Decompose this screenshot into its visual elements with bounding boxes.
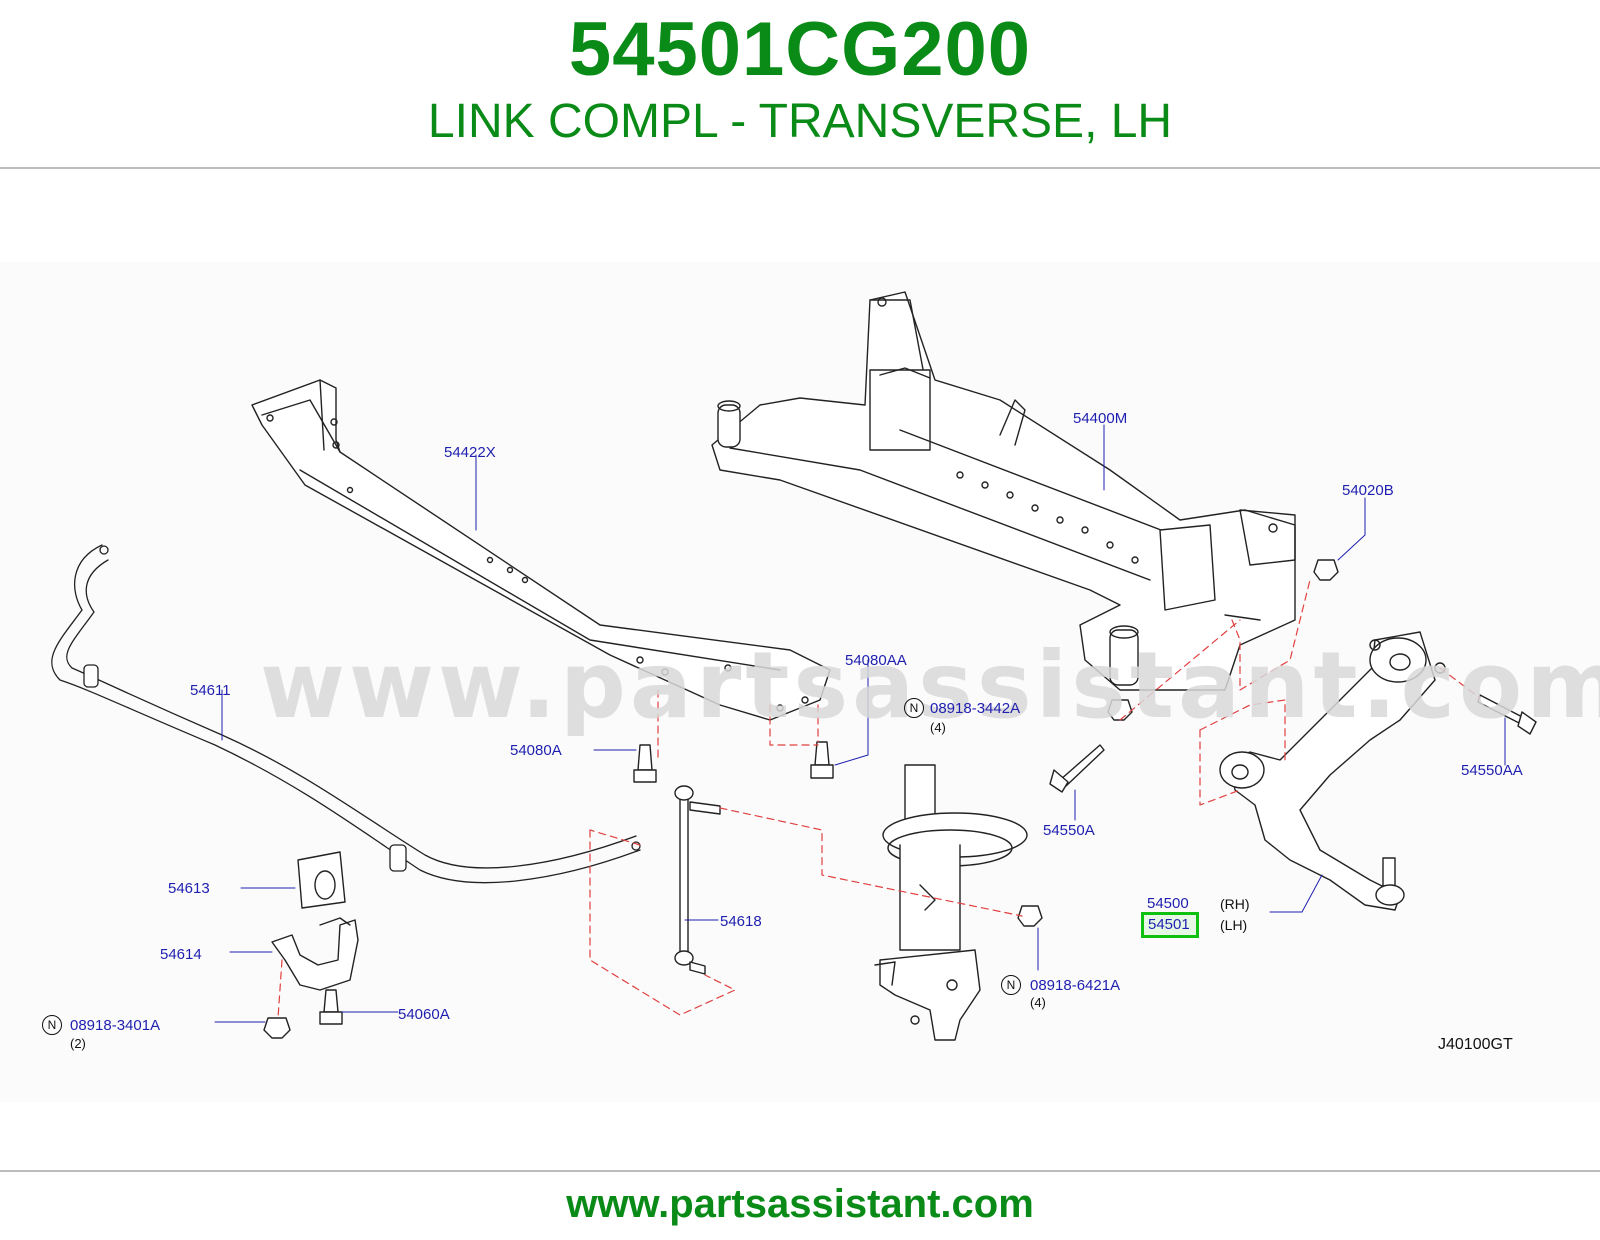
label-08918-3442A[interactable]: 08918-3442A: [930, 700, 1021, 717]
label-54501[interactable]: 54501: [1148, 916, 1190, 933]
label-54613[interactable]: 54613: [168, 880, 210, 897]
strut-drawing: [874, 764, 1028, 1041]
stabilizer-bar-drawing: [51, 544, 641, 884]
label-54500[interactable]: 54500: [1147, 895, 1189, 912]
label-54080A[interactable]: 54080A: [510, 742, 562, 759]
label-54611[interactable]: 54611: [190, 682, 231, 699]
label-54060A[interactable]: 54060A: [398, 1006, 450, 1023]
part-number-title: 54501CG200: [568, 7, 1032, 92]
header-divider: [0, 167, 1600, 169]
side-rh: (RH): [1220, 896, 1250, 912]
footer-divider: [0, 1170, 1600, 1172]
label-54550AA[interactable]: 54550AA: [1461, 762, 1523, 779]
part-name-subtitle: LINK COMPL - TRANSVERSE, LH: [427, 95, 1173, 148]
qty-08918-6421A: (4): [1030, 995, 1046, 1010]
watermark-text: www.partsassistant.com: [260, 632, 1600, 739]
label-54400M[interactable]: 54400M: [1073, 410, 1128, 427]
label-54550A[interactable]: 54550A: [1043, 822, 1095, 839]
label-54422X[interactable]: 54422X: [444, 444, 496, 461]
label-54614[interactable]: 54614: [160, 946, 202, 963]
transverse-link-drawing: [1219, 631, 1446, 911]
qty-08918-3442A: (4): [930, 720, 946, 735]
label-08918-6421A[interactable]: 08918-6421A: [1030, 977, 1121, 994]
fasteners-drawing: [263, 559, 1537, 1039]
qty-08918-3401A: (2): [70, 1036, 86, 1051]
stabilizer-link-drawing: [674, 785, 721, 975]
diagram-reference-code: J40100GT: [1438, 1036, 1513, 1053]
bushing-drawing: [297, 851, 346, 909]
label-54618[interactable]: 54618: [720, 913, 762, 930]
subframe-drawing: [711, 291, 1296, 691]
leader-lines: [214, 424, 1506, 1023]
footer-website-link[interactable]: www.partsassistant.com: [566, 1182, 1034, 1226]
selected-part-highlight: [1141, 912, 1199, 938]
n-mark-icon: N: [1001, 975, 1021, 995]
alignment-dashes: [277, 579, 1481, 1019]
side-lh: (LH): [1220, 917, 1248, 933]
label-54020B[interactable]: 54020B: [1342, 482, 1394, 499]
front-crossmember-drawing: [251, 379, 831, 721]
n-mark-icon: N: [904, 698, 924, 718]
clamp-drawing: [271, 917, 359, 991]
n-mark-icon: N: [42, 1015, 62, 1035]
page-header: 54501CG200 LINK COMPL - TRANSVERSE, LH: [0, 0, 1600, 168]
label-08918-3401A[interactable]: 08918-3401A: [70, 1017, 161, 1034]
label-54080AA[interactable]: 54080AA: [845, 652, 907, 669]
